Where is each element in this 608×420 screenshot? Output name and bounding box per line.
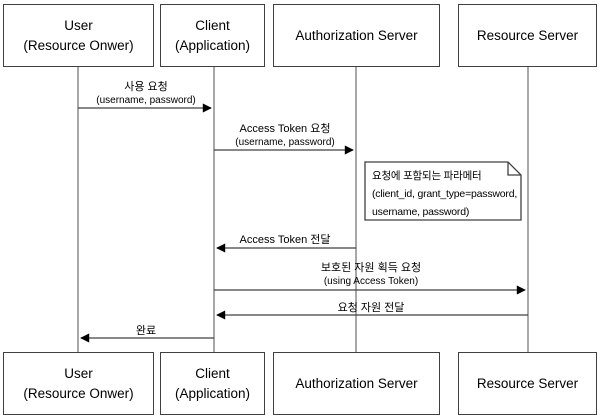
note-shape <box>364 161 522 221</box>
message-params: (username, password) <box>235 137 335 148</box>
message-params: (username, password) <box>96 95 196 106</box>
message-label-token-delivery: Access Token 전달 <box>240 233 331 247</box>
actor-box-user-bottom: User (Resource Onwer) <box>3 352 154 415</box>
note-line: (client_id, grant_type=password, <box>372 188 518 200</box>
actor-sublabel: (Application) <box>174 37 251 53</box>
actor-box-resource-bottom: Resource Server <box>458 352 597 415</box>
actor-label: Authorization Server <box>295 27 418 43</box>
actor-box-client-bottom: Client (Application) <box>160 352 265 415</box>
message-title: 완료 <box>135 325 157 337</box>
actor-box-auth-top: Authorization Server <box>273 4 440 67</box>
message-label-token-request: Access Token 요청 (username, password) <box>235 122 334 149</box>
message-label-use-request: 사용 요청 (username, password) <box>96 80 195 107</box>
actor-sublabel: (Resource Onwer) <box>23 385 134 401</box>
actor-label: User <box>64 365 93 381</box>
actor-sublabel: (Resource Onwer) <box>23 37 134 53</box>
actor-label: Client <box>195 17 230 33</box>
actor-box-auth-bottom: Authorization Server <box>273 352 440 415</box>
actor-label: Resource Server <box>476 375 579 391</box>
actor-label: Client <box>195 365 230 381</box>
message-params: (using Access Token) <box>323 276 419 287</box>
message-title: 요청 자원 전달 <box>337 302 405 314</box>
message-title: 보호된 자원 획득 요청 <box>320 262 422 274</box>
actor-box-client-top: Client (Application) <box>160 4 265 67</box>
note-line: username, password) <box>372 206 470 218</box>
note-fold-icon <box>507 162 521 176</box>
message-label-resource-request: 보호된 자원 획득 요청 (using Access Token) <box>321 261 421 288</box>
message-title: Access Token 전달 <box>239 234 331 246</box>
message-title: 사용 요청 <box>124 81 168 93</box>
actor-box-user-top: User (Resource Onwer) <box>3 4 154 67</box>
actor-label: Authorization Server <box>295 375 418 391</box>
message-label-resource-delivery: 요청 자원 전달 <box>338 301 405 315</box>
actor-label: User <box>64 17 93 33</box>
message-title: Access Token 요청 <box>239 123 331 135</box>
note-parameters: 요청에 포함되는 파라메터 (client_id, grant_type=pas… <box>372 167 518 221</box>
actor-label: Resource Server <box>476 27 579 43</box>
actor-sublabel: (Application) <box>174 385 251 401</box>
note-line: 요청에 포함되는 파라메터 <box>372 170 482 182</box>
actor-box-resource-top: Resource Server <box>458 4 597 67</box>
message-label-complete: 완료 <box>136 324 156 338</box>
